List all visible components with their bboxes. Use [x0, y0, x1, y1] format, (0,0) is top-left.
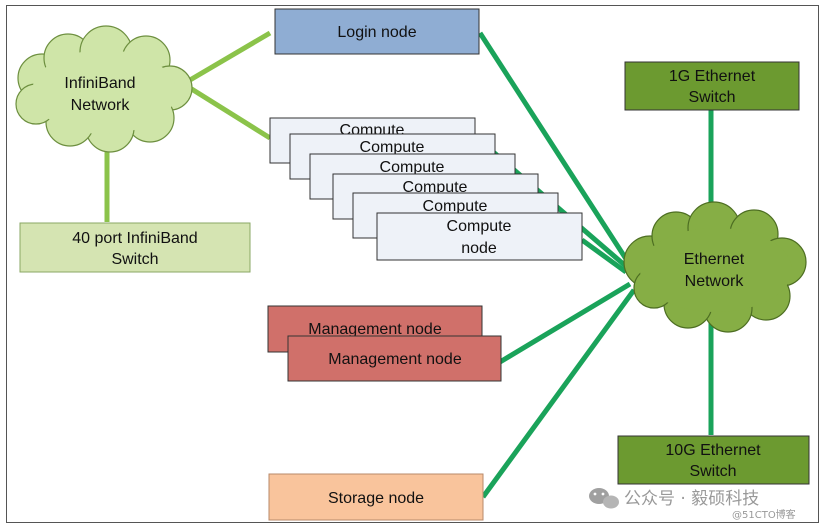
ethernet-network-label-2: Network — [685, 273, 745, 290]
ethernet-network-cloud: Ethernet Network — [623, 201, 807, 333]
compute-node-3-label: Compute — [380, 159, 445, 176]
compute-node-front: Compute node — [376, 212, 583, 261]
watermark-small: @51CTO博客 — [732, 508, 796, 521]
management-node-stack: Management node Management node — [267, 305, 502, 382]
management-node-back-label: Management node — [308, 321, 442, 338]
link-eth-login — [477, 31, 631, 264]
link-eth-storage — [480, 288, 637, 499]
storage-node-box: Storage node — [268, 473, 484, 521]
ethernet-1g-switch-label-1: 1G Ethernet — [669, 68, 756, 85]
infiniband-switch-box: 40 port InfiniBand Switch — [19, 222, 251, 273]
infiniband-links — [104, 30, 272, 222]
compute-node-4-label: Compute — [403, 179, 468, 196]
login-node-label: Login node — [337, 24, 416, 41]
ethernet-10g-switch-label-2: Switch — [689, 463, 736, 480]
compute-node-front-label-1: Compute — [447, 218, 512, 235]
link-ib-compute — [188, 85, 272, 141]
infiniband-network-label-2: Network — [71, 97, 131, 114]
link-eth-compute-front — [580, 237, 628, 275]
link-ib-login — [188, 30, 272, 83]
compute-node-5-label: Compute — [423, 198, 488, 215]
watermark: 公众号 · 毅硕科技 @51CTO博客 — [589, 488, 796, 521]
wechat-icon — [589, 488, 619, 509]
ethernet-1g-switch-box: 1G Ethernet Switch — [624, 61, 800, 111]
ethernet-10g-switch-box: 10G Ethernet Switch — [617, 435, 810, 485]
storage-node-label: Storage node — [328, 490, 424, 507]
compute-node-stack: Compute Compute Compute Compute Compute … — [269, 117, 583, 261]
infiniband-network-label-1: InfiniBand — [64, 75, 135, 92]
link-eth-management — [498, 281, 632, 365]
ethernet-1g-switch-label-2: Switch — [688, 89, 735, 106]
ethernet-10g-switch-label-1: 10G Ethernet — [665, 442, 761, 459]
management-node-front: Management node — [287, 335, 502, 382]
watermark-text: 公众号 · 毅硕科技 — [624, 489, 759, 509]
management-node-front-label: Management node — [328, 351, 462, 368]
infiniband-switch-label-1: 40 port InfiniBand — [72, 230, 197, 247]
login-node-box: Login node — [274, 8, 480, 55]
ethernet-network-label-1: Ethernet — [684, 251, 745, 268]
compute-node-2-label: Compute — [360, 139, 425, 156]
infiniband-switch-label-2: Switch — [111, 251, 158, 268]
infiniband-network-cloud: InfiniBand Network — [15, 25, 193, 153]
compute-node-front-label-2: node — [461, 240, 497, 257]
